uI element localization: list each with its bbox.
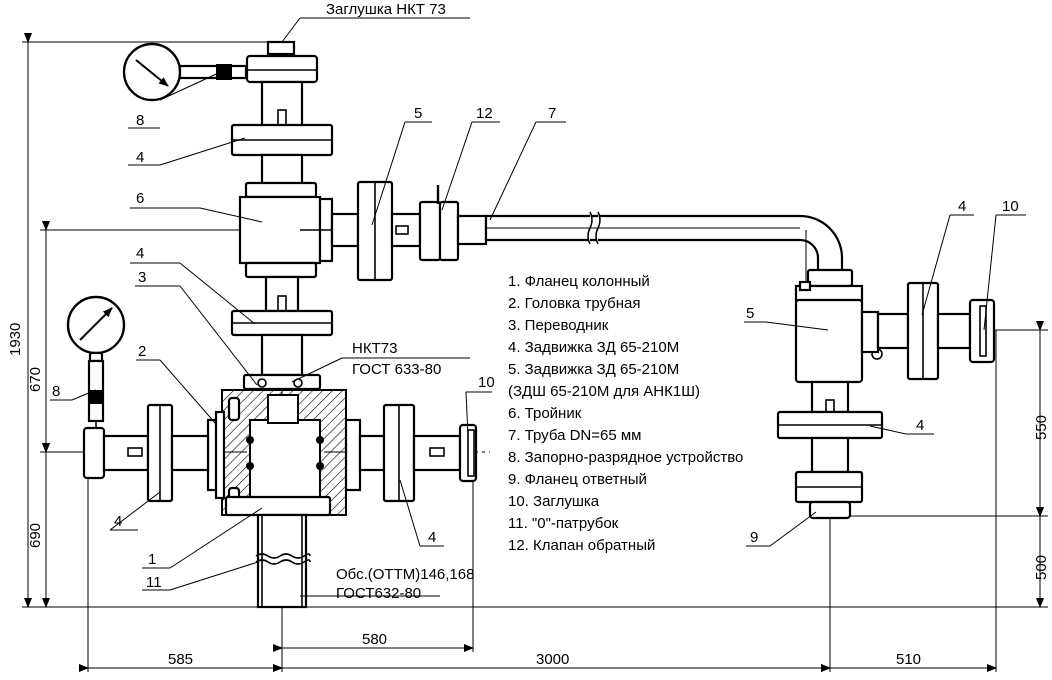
dimension-lines (22, 33, 1048, 672)
dim-right-lower: 500 (1033, 555, 1050, 580)
legend-item: 7. Труба DN=65 мм (508, 427, 642, 444)
nkt-gost-label: ГОСТ 633-80 (352, 361, 441, 378)
legend-item: 10. Заглушка (508, 493, 600, 510)
callout-8-top: 8 (136, 112, 144, 129)
legend-item: 4. Задвижка ЗД 65-210М (508, 339, 679, 356)
callout-5-a: 5 (414, 105, 422, 122)
legend-item: 12. Клапан обратный (508, 537, 655, 554)
dim-bottom-left: 585 (168, 651, 193, 668)
callout-4-f: 4 (916, 417, 924, 434)
callout-11: 11 (146, 574, 162, 591)
dim-inner-580: 580 (362, 631, 387, 648)
dim-bottom-mid: 3000 (536, 651, 569, 668)
legend-item: 1. Фланец колонный (508, 273, 650, 290)
casing-name-label: Обс.(ОТТМ)146,168 (336, 566, 474, 583)
right-stack (776, 268, 996, 520)
nkt-name-label: НКТ73 (352, 340, 397, 357)
center-lines (60, 48, 831, 615)
leader-lines (50, 17, 1026, 597)
callout-1: 1 (148, 551, 156, 568)
callout-4-b: 4 (136, 245, 144, 262)
dim-total-height: 1930 (7, 323, 24, 356)
callout-4-c: 4 (114, 513, 122, 530)
dim-bottom-right: 510 (896, 651, 921, 668)
tee-outlet (330, 180, 844, 290)
legend-item: 9. Фланец ответный (508, 471, 647, 488)
callout-2: 2 (138, 343, 146, 360)
callout-9: 9 (750, 529, 758, 546)
legend-item: 5. Задвижка ЗД 65-210М (508, 361, 679, 378)
legend-item: 6. Тройник (508, 405, 582, 422)
legend-item: 3. Переводник (508, 317, 609, 334)
dimension-values: 1930 670 690 550 500 585 580 3000 510 (7, 323, 1050, 668)
legend-item: 2. Головка трубная (508, 295, 641, 312)
legend-item: 8. Запорно-разрядное устройство (508, 449, 743, 466)
callout-8-left: 8 (52, 383, 60, 400)
callout-5-b: 5 (746, 305, 754, 322)
callout-4-a: 4 (136, 149, 144, 166)
text-labels: Заглушка НКТ 73 НКТ73 ГОСТ 633-80 Обс.(О… (52, 1, 1019, 602)
parts-legend: 1. Фланец колонный 2. Головка трубная 3.… (508, 273, 743, 554)
callout-10-b: 10 (1002, 198, 1019, 215)
callout-6: 6 (136, 190, 144, 207)
dim-lower-left: 690 (27, 523, 44, 548)
callout-4-e: 4 (958, 198, 966, 215)
legend-item: 11. "0"-патрубок (508, 515, 619, 532)
main-stack (206, 40, 362, 609)
plug-top-label: Заглушка НКТ 73 (326, 1, 446, 18)
legend-item: (ЗДШ 65-210М для АНК1Ш) (508, 383, 700, 400)
dim-upper-left: 670 (27, 367, 44, 392)
top-gauge (122, 42, 248, 102)
casing-gost-label: ГОСТ632-80 (336, 585, 421, 602)
right-branch (358, 403, 478, 503)
callout-4-d: 4 (428, 529, 436, 546)
callout-7: 7 (548, 105, 556, 122)
callout-3: 3 (138, 269, 146, 286)
left-branch (66, 295, 210, 503)
callout-12: 12 (476, 105, 493, 122)
callout-10-a: 10 (478, 374, 495, 391)
dim-right-upper: 550 (1033, 415, 1050, 440)
